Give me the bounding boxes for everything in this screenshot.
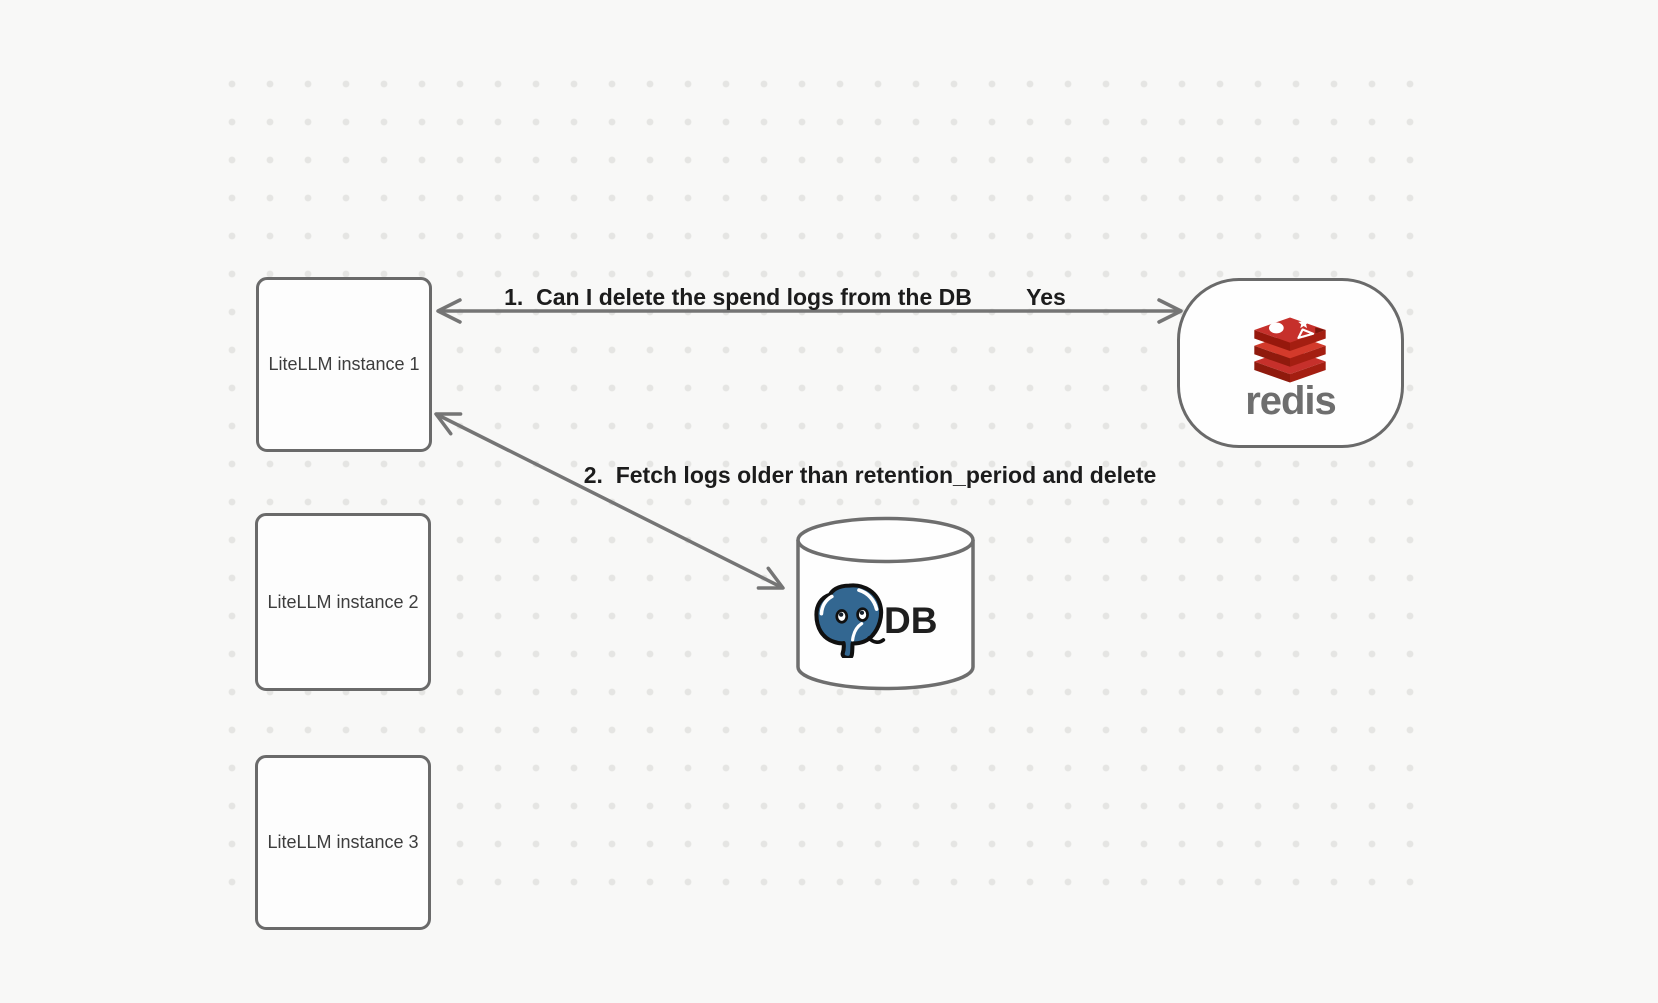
edge1-response-label: Yes <box>1026 284 1066 310</box>
redis-logo-icon <box>1254 317 1326 383</box>
db-label: DB <box>884 600 938 641</box>
edge-instance1-db[interactable] <box>434 412 785 590</box>
node-litellm-instance-3[interactable]: LiteLLM instance 3 <box>255 755 431 930</box>
node-label: LiteLLM instance 3 <box>267 832 419 852</box>
redis-wordmark: redis <box>1245 379 1337 423</box>
node-label: LiteLLM instance 2 <box>267 591 419 612</box>
node-label: LiteLLM instance 1 <box>268 354 420 374</box>
node-litellm-instance-2[interactable]: LiteLLM instance 2 <box>255 513 431 691</box>
edge1-label: 1. Can I delete the spend logs from the … <box>504 284 972 310</box>
node-litellm-instance-1[interactable]: LiteLLM instance 1 <box>256 277 432 452</box>
edge2-label: 2. Fetch logs older than retention_perio… <box>583 462 1157 488</box>
postgresql-elephant-icon <box>814 583 886 658</box>
node-redis[interactable]: redis <box>1177 278 1404 448</box>
